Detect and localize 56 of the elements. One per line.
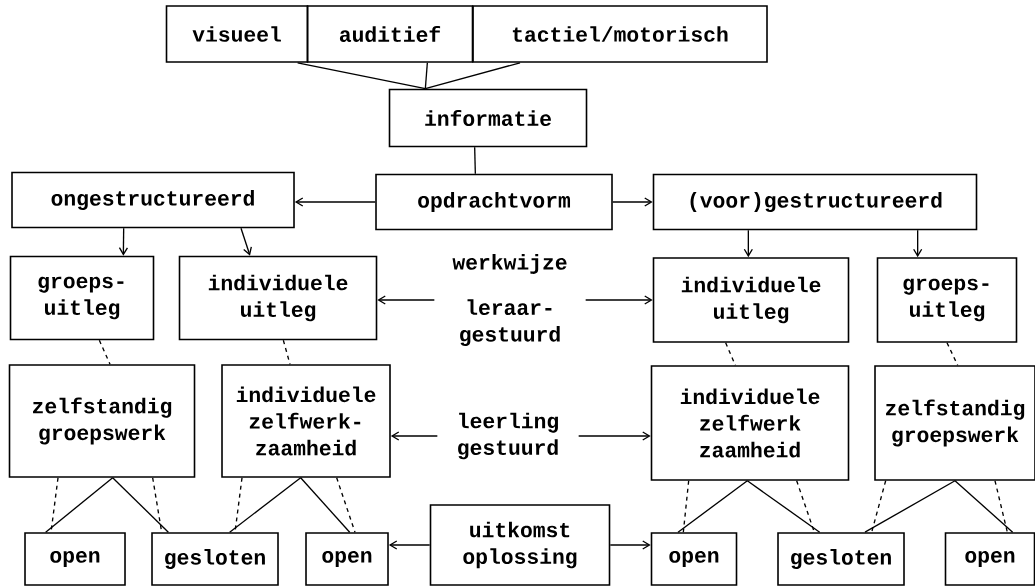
category-box: individuele uitleg bbox=[652, 257, 850, 343]
category-box: open bbox=[944, 532, 1035, 586]
category-box: zelfstandig groepswerk bbox=[8, 364, 196, 478]
category-box: informatie bbox=[388, 88, 588, 148]
category-box: individuele uitleg bbox=[178, 255, 378, 341]
connector-line bbox=[474, 146, 476, 175]
category-box: groeps- uitleg bbox=[876, 257, 1018, 343]
connector-line bbox=[746, 480, 821, 533]
dotted-line bbox=[994, 480, 1008, 533]
arrow bbox=[390, 431, 438, 441]
category-box: (voor)gestructureerd bbox=[652, 173, 978, 231]
dotted-line bbox=[682, 480, 690, 533]
category-box: open bbox=[650, 532, 738, 586]
connector-line bbox=[300, 477, 351, 533]
dotted-line bbox=[946, 342, 959, 366]
category-box: gesloten bbox=[777, 532, 905, 586]
connector-line bbox=[424, 62, 521, 90]
arrow bbox=[377, 295, 435, 305]
category-box: open bbox=[305, 532, 389, 586]
category-box: zelfstandig groepswerk bbox=[874, 365, 1035, 481]
category-box: ongestructureerd bbox=[11, 171, 295, 229]
category-box: opdrachtvorm bbox=[375, 173, 613, 231]
category-box: individuele zelfwerk- zaamheid bbox=[221, 364, 391, 478]
arrow bbox=[240, 227, 252, 256]
arrow bbox=[294, 197, 376, 207]
connector-line bbox=[45, 477, 114, 533]
arrow bbox=[578, 431, 651, 441]
arrow bbox=[743, 229, 753, 258]
dotted-line bbox=[282, 339, 291, 365]
connector-line bbox=[112, 477, 169, 533]
connector-line bbox=[296, 62, 426, 90]
connector-line bbox=[954, 480, 1014, 533]
dotted-line bbox=[98, 339, 111, 365]
arrow bbox=[609, 540, 651, 550]
arrow bbox=[612, 197, 653, 207]
connector-line bbox=[229, 477, 302, 533]
connector-line bbox=[677, 480, 748, 533]
category-box: tactiel/motorisch bbox=[472, 5, 768, 63]
arrow bbox=[388, 540, 431, 550]
arrow bbox=[118, 227, 129, 256]
dotted-line bbox=[796, 480, 815, 533]
category-box: gesloten bbox=[151, 532, 279, 586]
arrow bbox=[585, 295, 653, 305]
text-label: leerling gestuurd bbox=[458, 412, 558, 460]
connector-line bbox=[864, 480, 956, 533]
category-box: open bbox=[24, 532, 126, 586]
category-box: auditief bbox=[306, 5, 474, 63]
category-box: uitkomst oplossing bbox=[429, 504, 611, 586]
dotted-line bbox=[871, 480, 887, 533]
connector-line bbox=[424, 62, 428, 90]
arrow bbox=[913, 229, 923, 258]
dotted-line bbox=[336, 477, 356, 533]
category-box: visueel bbox=[165, 5, 309, 63]
category-box: groeps- uitleg bbox=[9, 255, 155, 341]
category-box: individuele zelfwerk zaamheid bbox=[650, 365, 850, 481]
text-label: werkwijze leraar- gestuurd bbox=[452, 254, 567, 346]
